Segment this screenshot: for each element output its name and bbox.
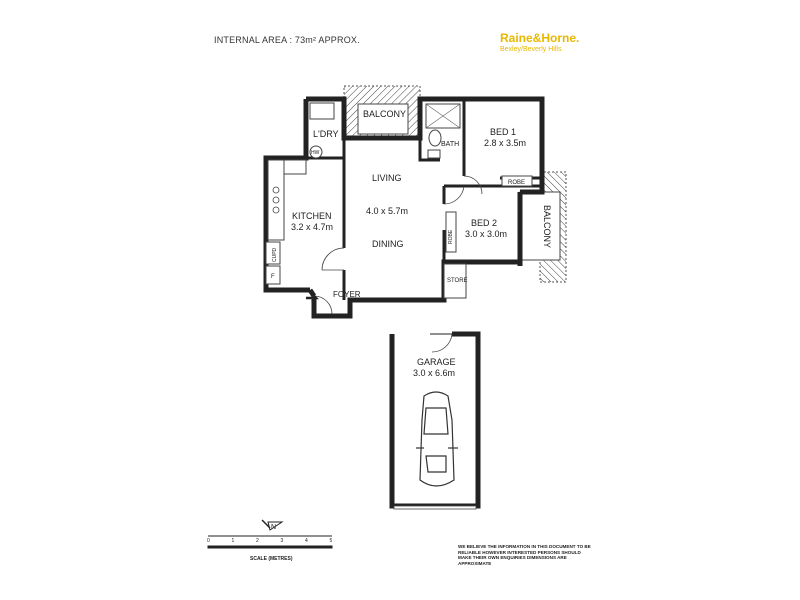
internal-area-label: INTERNAL AREA : 73m² APPROX. (214, 35, 360, 45)
label-cupd: CUPD (272, 247, 278, 262)
label-foyer: FOYER (333, 290, 361, 299)
label-garage-size: 3.0 x 6.6m (413, 368, 455, 378)
label-balcony-side: BALCONY (542, 205, 552, 248)
scale-tick: 0 (207, 538, 210, 544)
label-hw: HW (311, 150, 320, 156)
label-robe2: ROBE (448, 229, 454, 244)
north-arrow-icon (261, 519, 284, 531)
label-living: LIVING (372, 173, 402, 183)
label-kitchen-name: KITCHEN (292, 211, 332, 221)
brand-office: Bexley/Beverly Hills (500, 46, 562, 53)
scale-bar (207, 535, 333, 549)
label-balcony-top: BALCONY (363, 109, 406, 119)
scale-tick: 5 (329, 538, 333, 544)
brand-logo: Raine&Horne. (500, 31, 580, 45)
label-bed1-size: 2.8 x 3.5m (484, 138, 526, 148)
scale-tick: 3 (280, 538, 284, 544)
label-fridge: F (271, 274, 275, 280)
balcony-side (519, 171, 567, 283)
garage (389, 331, 481, 509)
north-label: N (271, 524, 276, 531)
label-store: STORE (447, 278, 468, 284)
label-bed1-name: BED 1 (490, 127, 516, 137)
label-bed2-name: BED 2 (471, 218, 497, 228)
disclaimer: WE BELIEVE THE INFORMATION IN THIS DOCUM… (458, 544, 591, 566)
label-laundry: L'DRY (313, 129, 339, 139)
label-bed2-size: 3.0 x 3.0m (465, 229, 507, 239)
scale-tick: 2 (256, 538, 259, 544)
label-living-size: 4.0 x 5.7m (366, 206, 408, 216)
label-dining: DINING (372, 239, 404, 249)
scale-tick: 1 (231, 538, 235, 544)
scale-title: SCALE (METRES) (250, 556, 293, 562)
label-bath: BATH (441, 141, 459, 148)
scale-tick: 4 (305, 538, 308, 544)
label-robe1: ROBE (508, 180, 525, 186)
label-kitchen-size: 3.2 x 4.7m (291, 222, 333, 232)
label-garage-name: GARAGE (417, 357, 456, 367)
car-icon (416, 391, 458, 487)
entry-arrow-icon (306, 293, 320, 303)
